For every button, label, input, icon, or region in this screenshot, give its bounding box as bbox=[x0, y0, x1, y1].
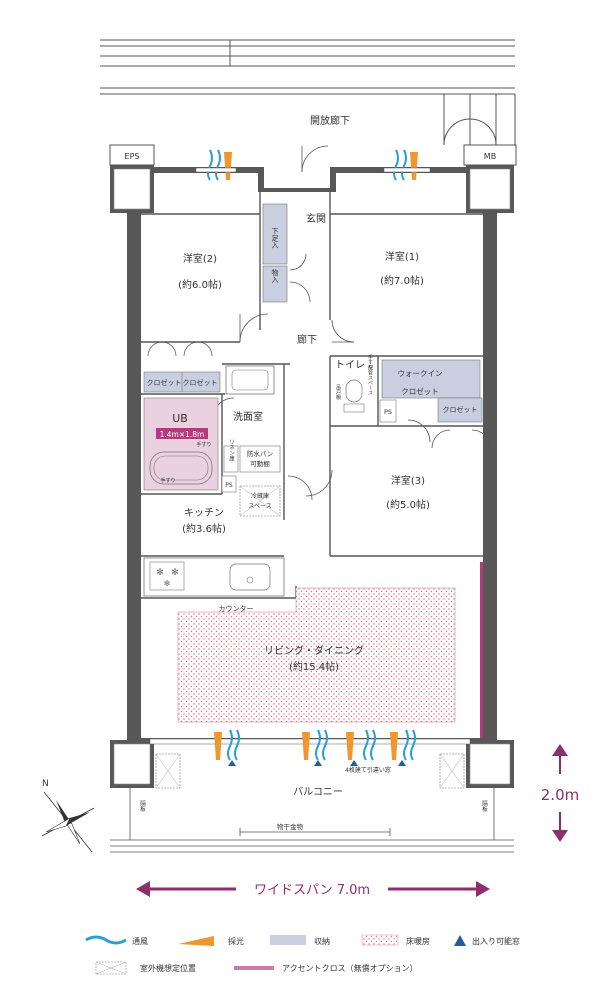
floor-heating-swatch bbox=[361, 934, 399, 946]
room-western1-name: 洋室(1) bbox=[385, 250, 419, 263]
wide-span-dimension bbox=[136, 881, 490, 897]
access-triangle-icon bbox=[350, 760, 358, 766]
svg-text:N: N bbox=[42, 779, 49, 789]
plumbing-label: 配管スペース bbox=[367, 365, 373, 395]
shelf-label: 吊戸棚 bbox=[335, 385, 341, 401]
room-western3-size: (約5.0帖) bbox=[386, 498, 430, 511]
linen-label: リネン庫 bbox=[228, 439, 235, 462]
unit-bath bbox=[143, 397, 219, 491]
ps-label-1: PS bbox=[225, 482, 233, 489]
access-triangle-icon bbox=[398, 760, 406, 766]
ub-size-badge bbox=[156, 428, 208, 439]
toilet-label: トイレ bbox=[335, 360, 365, 371]
fridge-label: 冷蔵庫 bbox=[251, 492, 269, 500]
partition-label-left: 隔板 bbox=[139, 799, 146, 813]
legend: 通風 採光 収納 床暖房 出入り可能窓 室外機想定位置 アクセントクロス（無償オ… bbox=[85, 934, 520, 975]
svg-text:✻: ✻ bbox=[171, 568, 179, 578]
legend-ac-unit: 室外機想定位置 bbox=[140, 963, 196, 973]
sliding-window-label: 4枚建て引違い窓 bbox=[345, 766, 391, 774]
fridge-space-label: スペース bbox=[248, 503, 271, 510]
legend-daylight: 採光 bbox=[228, 936, 244, 946]
accent-swatch bbox=[234, 966, 274, 970]
eps-label: EPS bbox=[125, 152, 140, 161]
column-br-inner bbox=[469, 743, 511, 785]
washroom-label: 洗面室 bbox=[233, 410, 263, 423]
balcony-depth-label: 2.0m bbox=[541, 786, 579, 804]
entrance-label: 玄関 bbox=[306, 212, 326, 225]
compass-icon: N bbox=[41, 779, 95, 853]
ventilation-icon bbox=[85, 935, 127, 945]
wide-span-label: ワイドスパン 7.0m bbox=[254, 883, 370, 898]
ps-label-2: PS bbox=[384, 408, 392, 416]
ub-label: UB bbox=[172, 412, 188, 425]
access-triangle-icon bbox=[228, 760, 236, 766]
legend-ventilation: 通風 bbox=[132, 936, 148, 946]
ub-handrail-2: 手すり bbox=[160, 477, 175, 484]
counter-label: カウンター bbox=[219, 604, 254, 613]
toilet-fixture bbox=[345, 379, 363, 403]
legend-floor-heating: 床暖房 bbox=[406, 936, 430, 946]
corridor-railing bbox=[100, 39, 516, 146]
partition-label-right: 隔板 bbox=[481, 799, 488, 813]
access-triangle-icon bbox=[314, 760, 322, 766]
eps-column-inner bbox=[113, 168, 151, 210]
access-icon bbox=[454, 935, 466, 946]
toilet-handrail-label: 手すり bbox=[367, 354, 373, 371]
column-bl-inner bbox=[113, 743, 151, 785]
room-western1-size: (約7.0帖) bbox=[380, 274, 424, 287]
mb-label: MB bbox=[484, 152, 496, 161]
storage-label: 物入 bbox=[271, 268, 279, 283]
daylight-icon bbox=[178, 936, 214, 946]
storage-swatch bbox=[270, 935, 306, 945]
closet-label-3: クロゼット bbox=[443, 405, 478, 414]
closet-label-1: クロゼット bbox=[147, 378, 182, 387]
svg-text:✻: ✻ bbox=[164, 579, 171, 588]
legend-accent: アクセントクロス（無償オプション） bbox=[282, 963, 418, 973]
room-western2-size: (約6.0帖) bbox=[178, 278, 222, 291]
floor-heating-area bbox=[177, 587, 456, 723]
clothes-hardware-label: 物干金物 bbox=[277, 822, 304, 831]
corridor-label: 開放廊下 bbox=[310, 114, 350, 127]
ps-box-1 bbox=[221, 475, 237, 493]
balcony-depth-dimension bbox=[552, 744, 568, 842]
legend-storage: 収納 bbox=[314, 936, 330, 946]
room-kitchen-size: (約3.6帖) bbox=[182, 522, 226, 535]
bottom-window-indicators bbox=[149, 729, 471, 761]
room-living-size: (約15.4帖) bbox=[289, 660, 339, 673]
waterproof-pan-label: 防水パン bbox=[247, 449, 273, 458]
balcony-label: バルコニー bbox=[293, 786, 343, 798]
top-window-indicators bbox=[195, 149, 431, 181]
stove bbox=[149, 561, 185, 591]
room-western3-name: 洋室(3) bbox=[391, 474, 425, 487]
bathtub bbox=[149, 451, 213, 485]
accent-wall bbox=[480, 562, 483, 738]
burner-icon: ✻ bbox=[156, 568, 164, 578]
closet-label-2: クロゼット bbox=[183, 378, 218, 387]
room-western2-name: 洋室(2) bbox=[183, 252, 217, 265]
mb-column-inner bbox=[469, 168, 511, 210]
movable-shelf-label: 可動棚 bbox=[250, 459, 270, 468]
shoe-box-label: 下足入 bbox=[271, 228, 279, 249]
balcony-area bbox=[110, 788, 514, 853]
interior-walls bbox=[141, 192, 483, 599]
ub-size-label: 1.4m×1.8m bbox=[160, 430, 205, 439]
legend-access: 出入り可能窓 bbox=[472, 936, 520, 946]
walkin-label: ウォークイン bbox=[398, 369, 443, 378]
washer-pan bbox=[239, 445, 281, 473]
walkin-closet-label: クロゼット bbox=[401, 386, 439, 396]
ps-box-2 bbox=[379, 399, 397, 423]
room-living-name: リビング・ダイニング bbox=[264, 644, 364, 657]
ub-handrail-1: 手すり bbox=[196, 441, 211, 448]
room-kitchen-name: キッチン bbox=[184, 507, 224, 519]
linen-cabinet bbox=[223, 445, 239, 473]
hallway-label: 廊下 bbox=[297, 333, 317, 346]
